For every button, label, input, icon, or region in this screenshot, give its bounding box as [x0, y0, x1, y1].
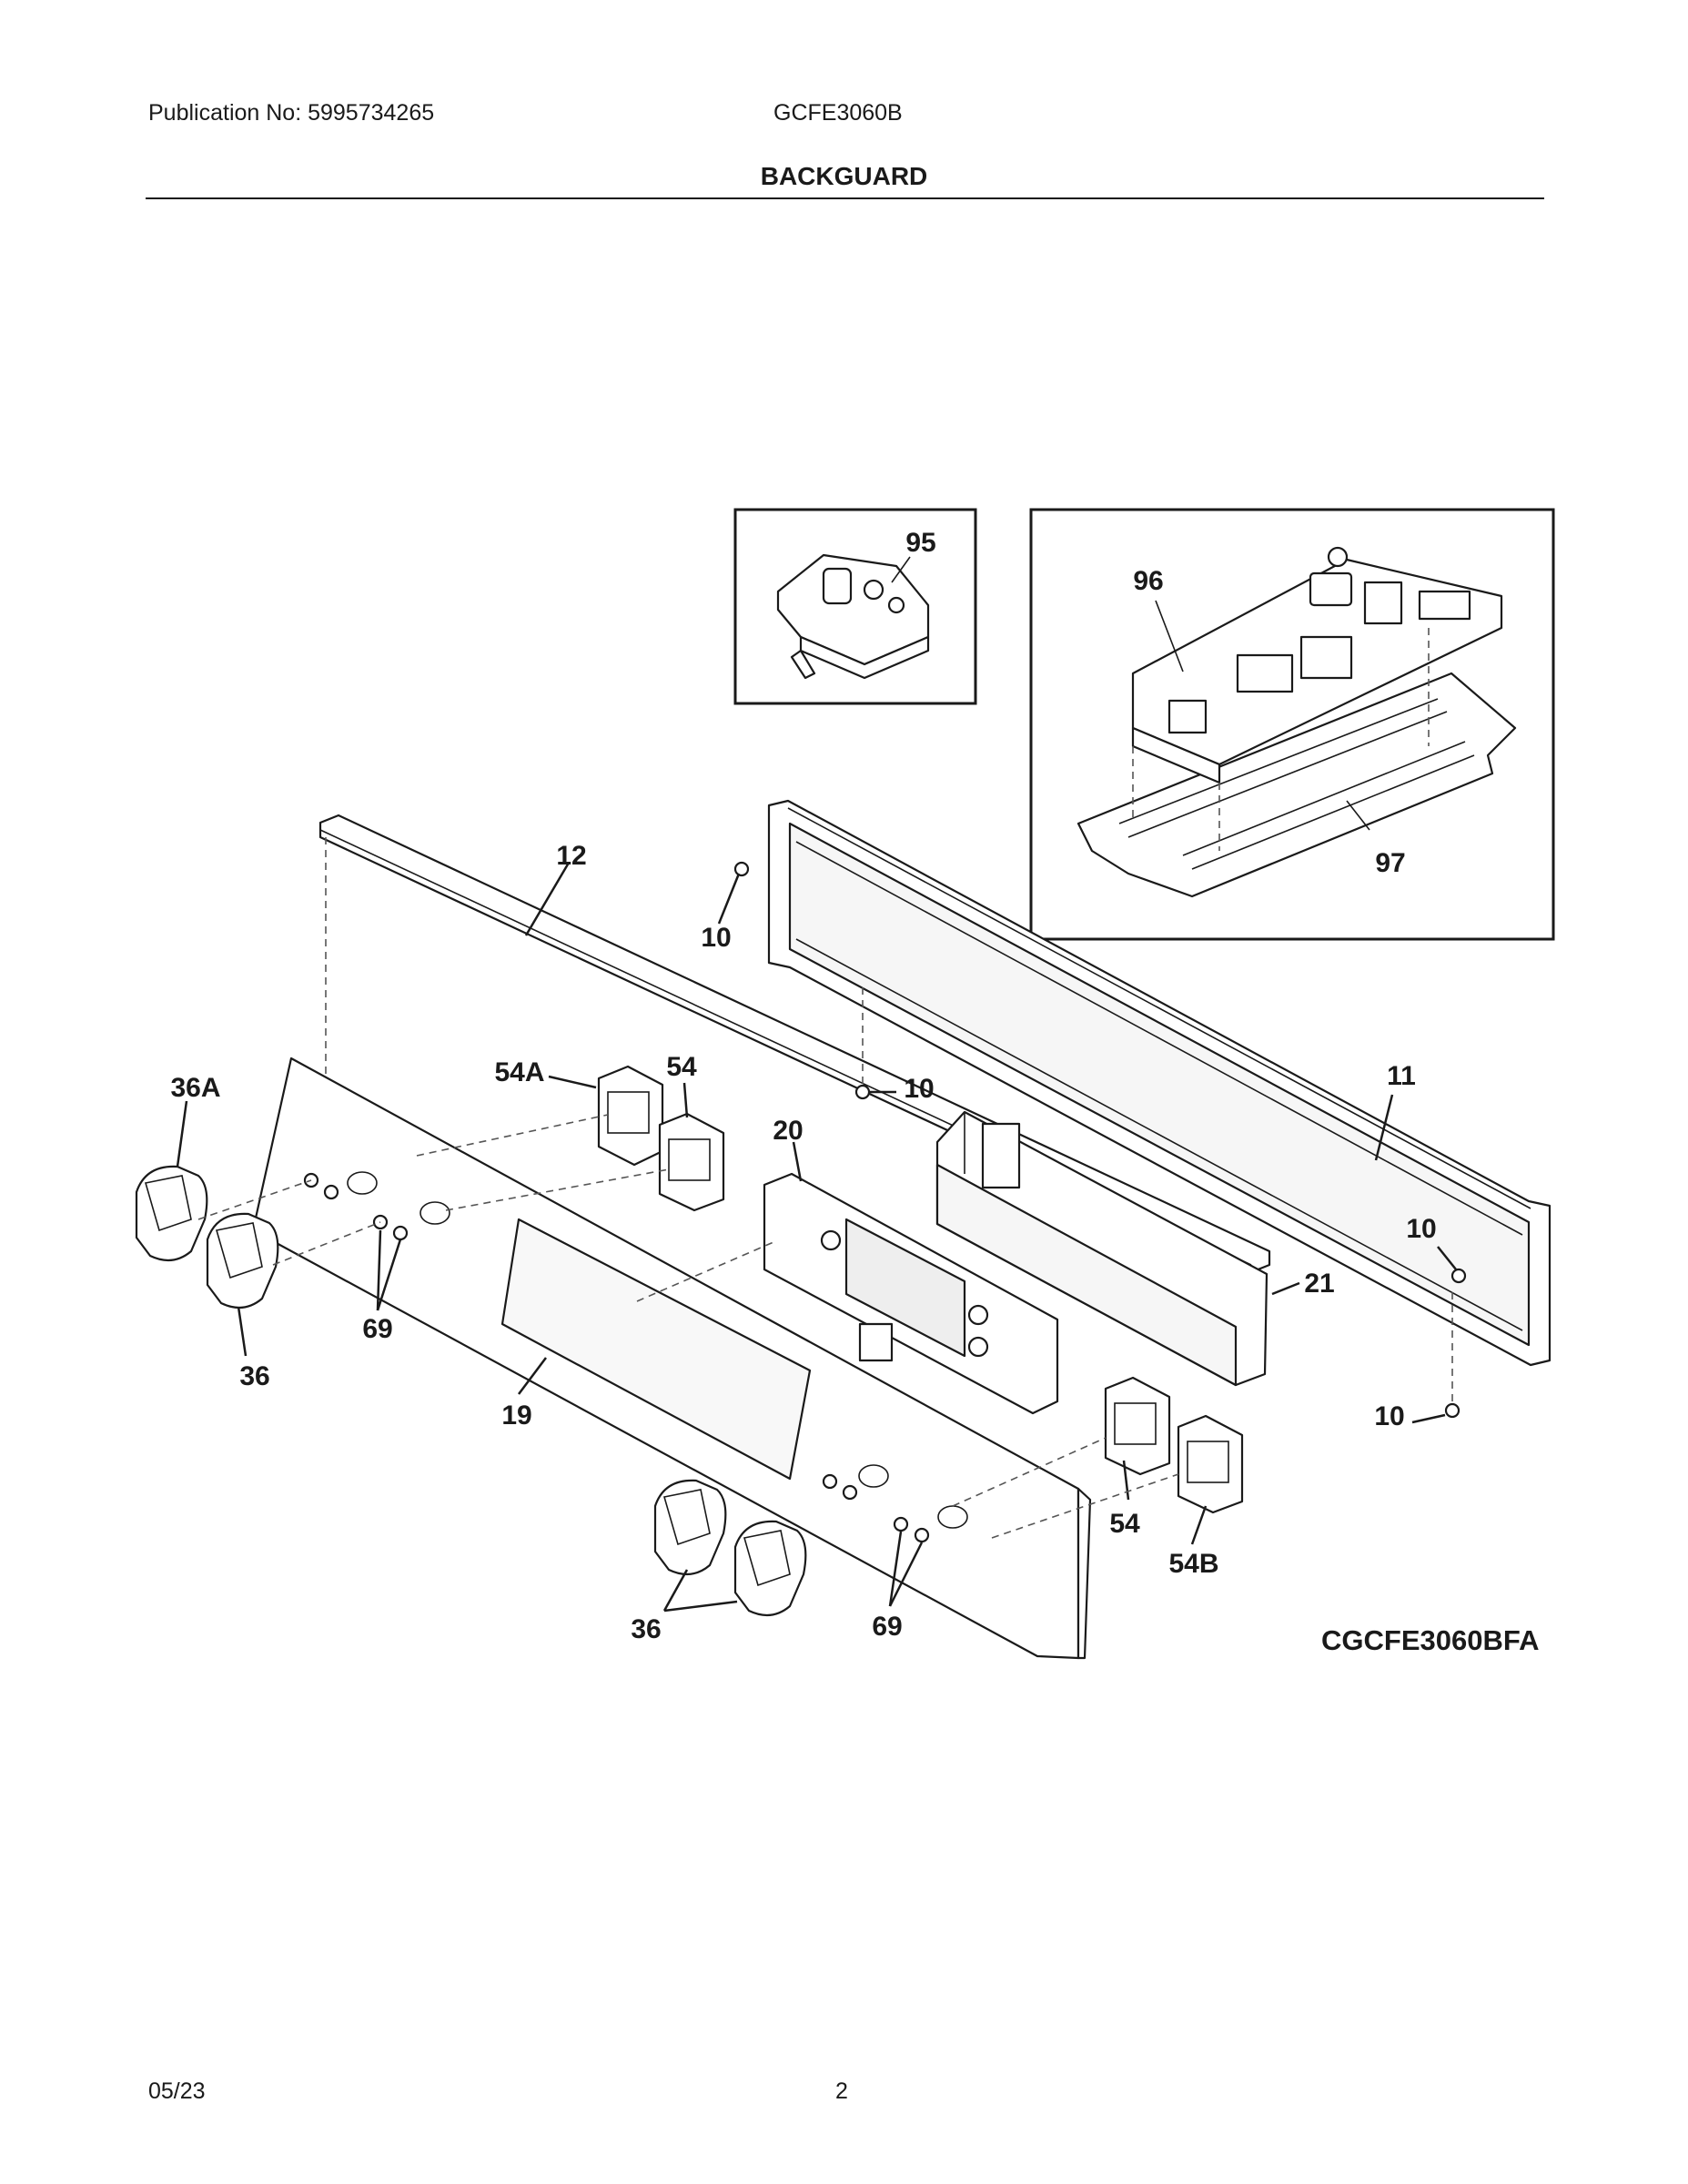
- part-54B-switch: [1177, 1414, 1244, 1514]
- callout-54-bottom: 54: [1109, 1509, 1140, 1539]
- part-10-screws: [733, 861, 1467, 1419]
- callout-96: 96: [1133, 566, 1163, 596]
- callout-20: 20: [773, 1116, 803, 1146]
- footer-date: 05/23: [148, 2078, 206, 2104]
- callout-21: 21: [1304, 1269, 1334, 1299]
- inset-96-97: [1029, 508, 1555, 941]
- callout-69-right: 69: [872, 1612, 902, 1642]
- publication-number: Publication No: 5995734265: [148, 100, 435, 126]
- inset-95: [733, 508, 977, 705]
- callout-36-left: 36: [239, 1361, 269, 1391]
- part-21-housing: [935, 1110, 1269, 1387]
- part-54-switch-bottom: [1104, 1376, 1171, 1476]
- part-36-knob-left: [206, 1212, 279, 1309]
- callout-95: 95: [905, 528, 935, 558]
- page-number: 2: [835, 2078, 848, 2104]
- part-36A-knob: [135, 1165, 208, 1262]
- part-36-knob-right-b: [733, 1520, 807, 1617]
- part-20-display-board: [763, 1172, 1059, 1415]
- diagram-code: CGCFE3060BFA: [1321, 1624, 1540, 1656]
- callout-54-top: 54: [666, 1052, 697, 1082]
- part-36-knob-right-a: [653, 1479, 727, 1576]
- callout-36A: 36A: [170, 1073, 220, 1103]
- callout-19: 19: [501, 1400, 531, 1431]
- callout-54A: 54A: [494, 1057, 544, 1087]
- model-number: GCFE3060B: [773, 100, 903, 126]
- section-title: BACKGUARD: [760, 162, 928, 190]
- callout-10-right: 10: [1406, 1214, 1436, 1244]
- part-54A-switch: [597, 1065, 664, 1167]
- header-rule: [146, 197, 1544, 199]
- callout-10-bottom: 10: [1374, 1401, 1404, 1431]
- callout-12: 12: [556, 841, 586, 871]
- callout-10-top: 10: [701, 923, 731, 953]
- part-97-bracket: [1076, 672, 1517, 898]
- callout-69-left: 69: [362, 1314, 392, 1344]
- part-54-switch-top: [658, 1112, 725, 1212]
- part-95-component: [776, 553, 930, 680]
- callout-54B: 54B: [1168, 1549, 1218, 1579]
- part-96-control-board: [1131, 546, 1503, 784]
- callout-10-mid: 10: [904, 1074, 934, 1104]
- callout-36-right: 36: [631, 1614, 661, 1644]
- callout-97: 97: [1375, 848, 1405, 878]
- callout-11: 11: [1387, 1061, 1416, 1091]
- part-11-frame: [767, 799, 1552, 1367]
